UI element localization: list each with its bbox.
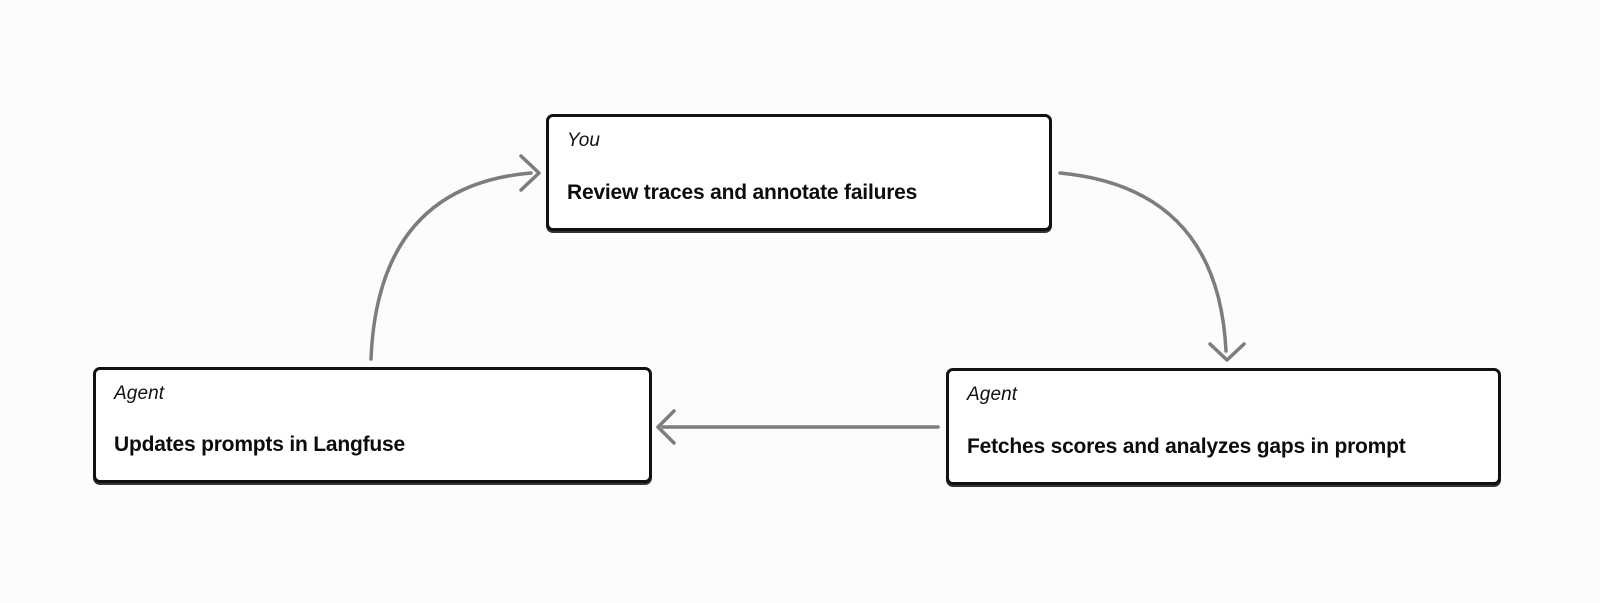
edge-fetches-to-updates-arrowhead: [656, 409, 676, 445]
edge-review-to-fetches-arrow: [1058, 171, 1228, 353]
node-title: Review traces and annotate failures: [567, 180, 918, 204]
node-actor-label: You: [567, 130, 601, 151]
edge-updates-to-review-arrowhead: [519, 154, 541, 192]
node-you-review-traces: You Review traces and annotate failures: [546, 114, 1052, 231]
node-title: Fetches scores and analyzes gaps in prom…: [967, 434, 1406, 458]
node-agent-updates-prompts: Agent Updates prompts in Langfuse: [93, 367, 652, 483]
node-agent-fetches-scores: Agent Fetches scores and analyzes gaps i…: [946, 368, 1501, 485]
edge-review-to-fetches-arrowhead: [1208, 342, 1246, 362]
node-actor-label: Agent: [967, 384, 1018, 405]
node-title: Updates prompts in Langfuse: [114, 432, 405, 456]
edge-updates-to-review-arrow: [369, 171, 533, 361]
node-actor-label: Agent: [114, 383, 165, 404]
